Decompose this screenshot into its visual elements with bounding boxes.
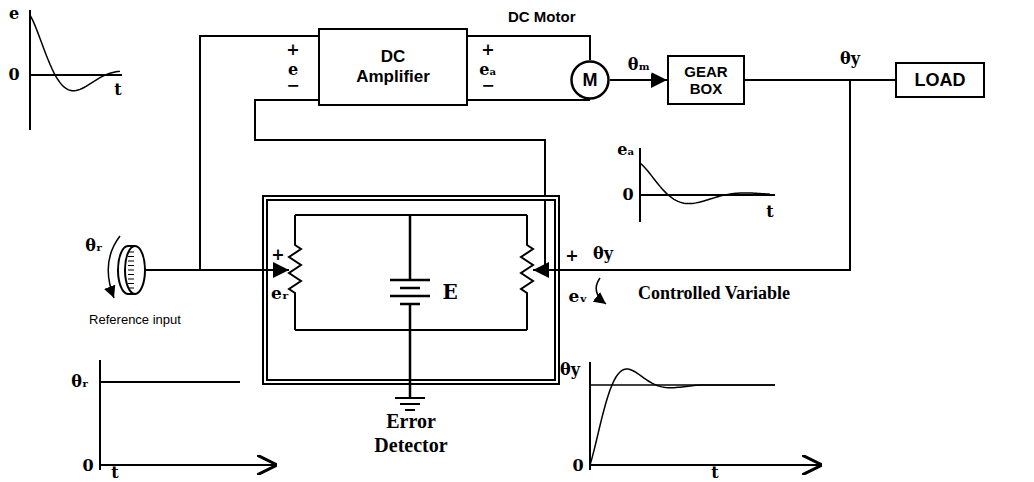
plot-axes xyxy=(30,10,122,130)
motor-circle: DC MotorM xyxy=(570,60,610,100)
signal-label: − xyxy=(481,77,494,95)
signal-label: eₐ xyxy=(479,61,497,79)
signal-label: θy xyxy=(593,245,613,263)
rotation-arrow xyxy=(108,236,120,298)
voltage-curve xyxy=(640,163,770,204)
gearbox-box: GEAR BOX xyxy=(667,55,745,105)
motor-circle-shape xyxy=(572,62,609,99)
signal-label: − xyxy=(286,77,299,95)
signal-label: + xyxy=(286,41,299,59)
signal-label: t xyxy=(711,464,718,482)
connector xyxy=(255,100,545,195)
plot-axes xyxy=(100,360,275,470)
connector xyxy=(468,36,590,60)
signal-label: + xyxy=(565,247,578,265)
signal-label: θᵣ xyxy=(71,373,88,391)
potentiometer-resistor xyxy=(521,215,533,330)
wire xyxy=(544,201,546,270)
response-curve xyxy=(590,369,775,465)
load-box: LOAD xyxy=(895,62,985,98)
potentiometer-resistor xyxy=(289,215,301,330)
amplifier-box: DC Amplifier xyxy=(318,28,468,106)
signal-label: + xyxy=(481,41,494,59)
shaft-angle-label: θy xyxy=(838,49,862,68)
signal-label: + xyxy=(271,246,284,264)
connector xyxy=(533,80,850,270)
ground-symbol xyxy=(395,398,425,410)
plot-axes xyxy=(590,362,820,470)
signal-label: θy xyxy=(560,361,580,379)
signal-label: θᵣ xyxy=(85,237,102,255)
signal-label: t xyxy=(111,464,118,482)
error-detector-box: Error Detector xyxy=(262,195,560,385)
connector xyxy=(610,79,667,81)
battery-symbol xyxy=(390,215,430,398)
plot-axes xyxy=(640,148,775,222)
signal-label: t xyxy=(114,81,121,99)
knob-face xyxy=(125,246,145,294)
box-label: GEAR BOX xyxy=(675,63,737,97)
signal-label: 0 xyxy=(622,186,633,204)
signal-label: 0 xyxy=(572,457,583,475)
detector-label: Error Detector xyxy=(356,409,466,457)
caption-label: Controlled Variable xyxy=(638,284,790,304)
wire xyxy=(200,36,590,270)
signal-label: t xyxy=(766,203,773,221)
motor-label: DC Motor xyxy=(508,8,576,25)
box-label: DC Amplifier xyxy=(346,47,441,87)
signal-label: E xyxy=(442,281,457,303)
knob-knurling xyxy=(128,252,134,288)
signal-label: 0 xyxy=(8,66,19,84)
motor-symbol-letter: M xyxy=(583,70,598,91)
shaft-angle-label: θₘ xyxy=(626,55,652,74)
signal-label: eᵣ xyxy=(271,284,289,303)
box-label: LOAD xyxy=(915,70,966,91)
error-curve xyxy=(30,15,120,91)
caption-label: Reference input xyxy=(89,313,181,327)
signal-label: 0 xyxy=(82,457,93,475)
reference-level xyxy=(100,381,240,383)
rotation-arrow xyxy=(596,278,606,304)
signal-label: e xyxy=(9,5,19,23)
signal-label: eₐ xyxy=(617,141,635,159)
signal-label: e xyxy=(288,61,298,79)
signal-label: eᵥ xyxy=(568,287,587,306)
connector xyxy=(745,79,895,81)
